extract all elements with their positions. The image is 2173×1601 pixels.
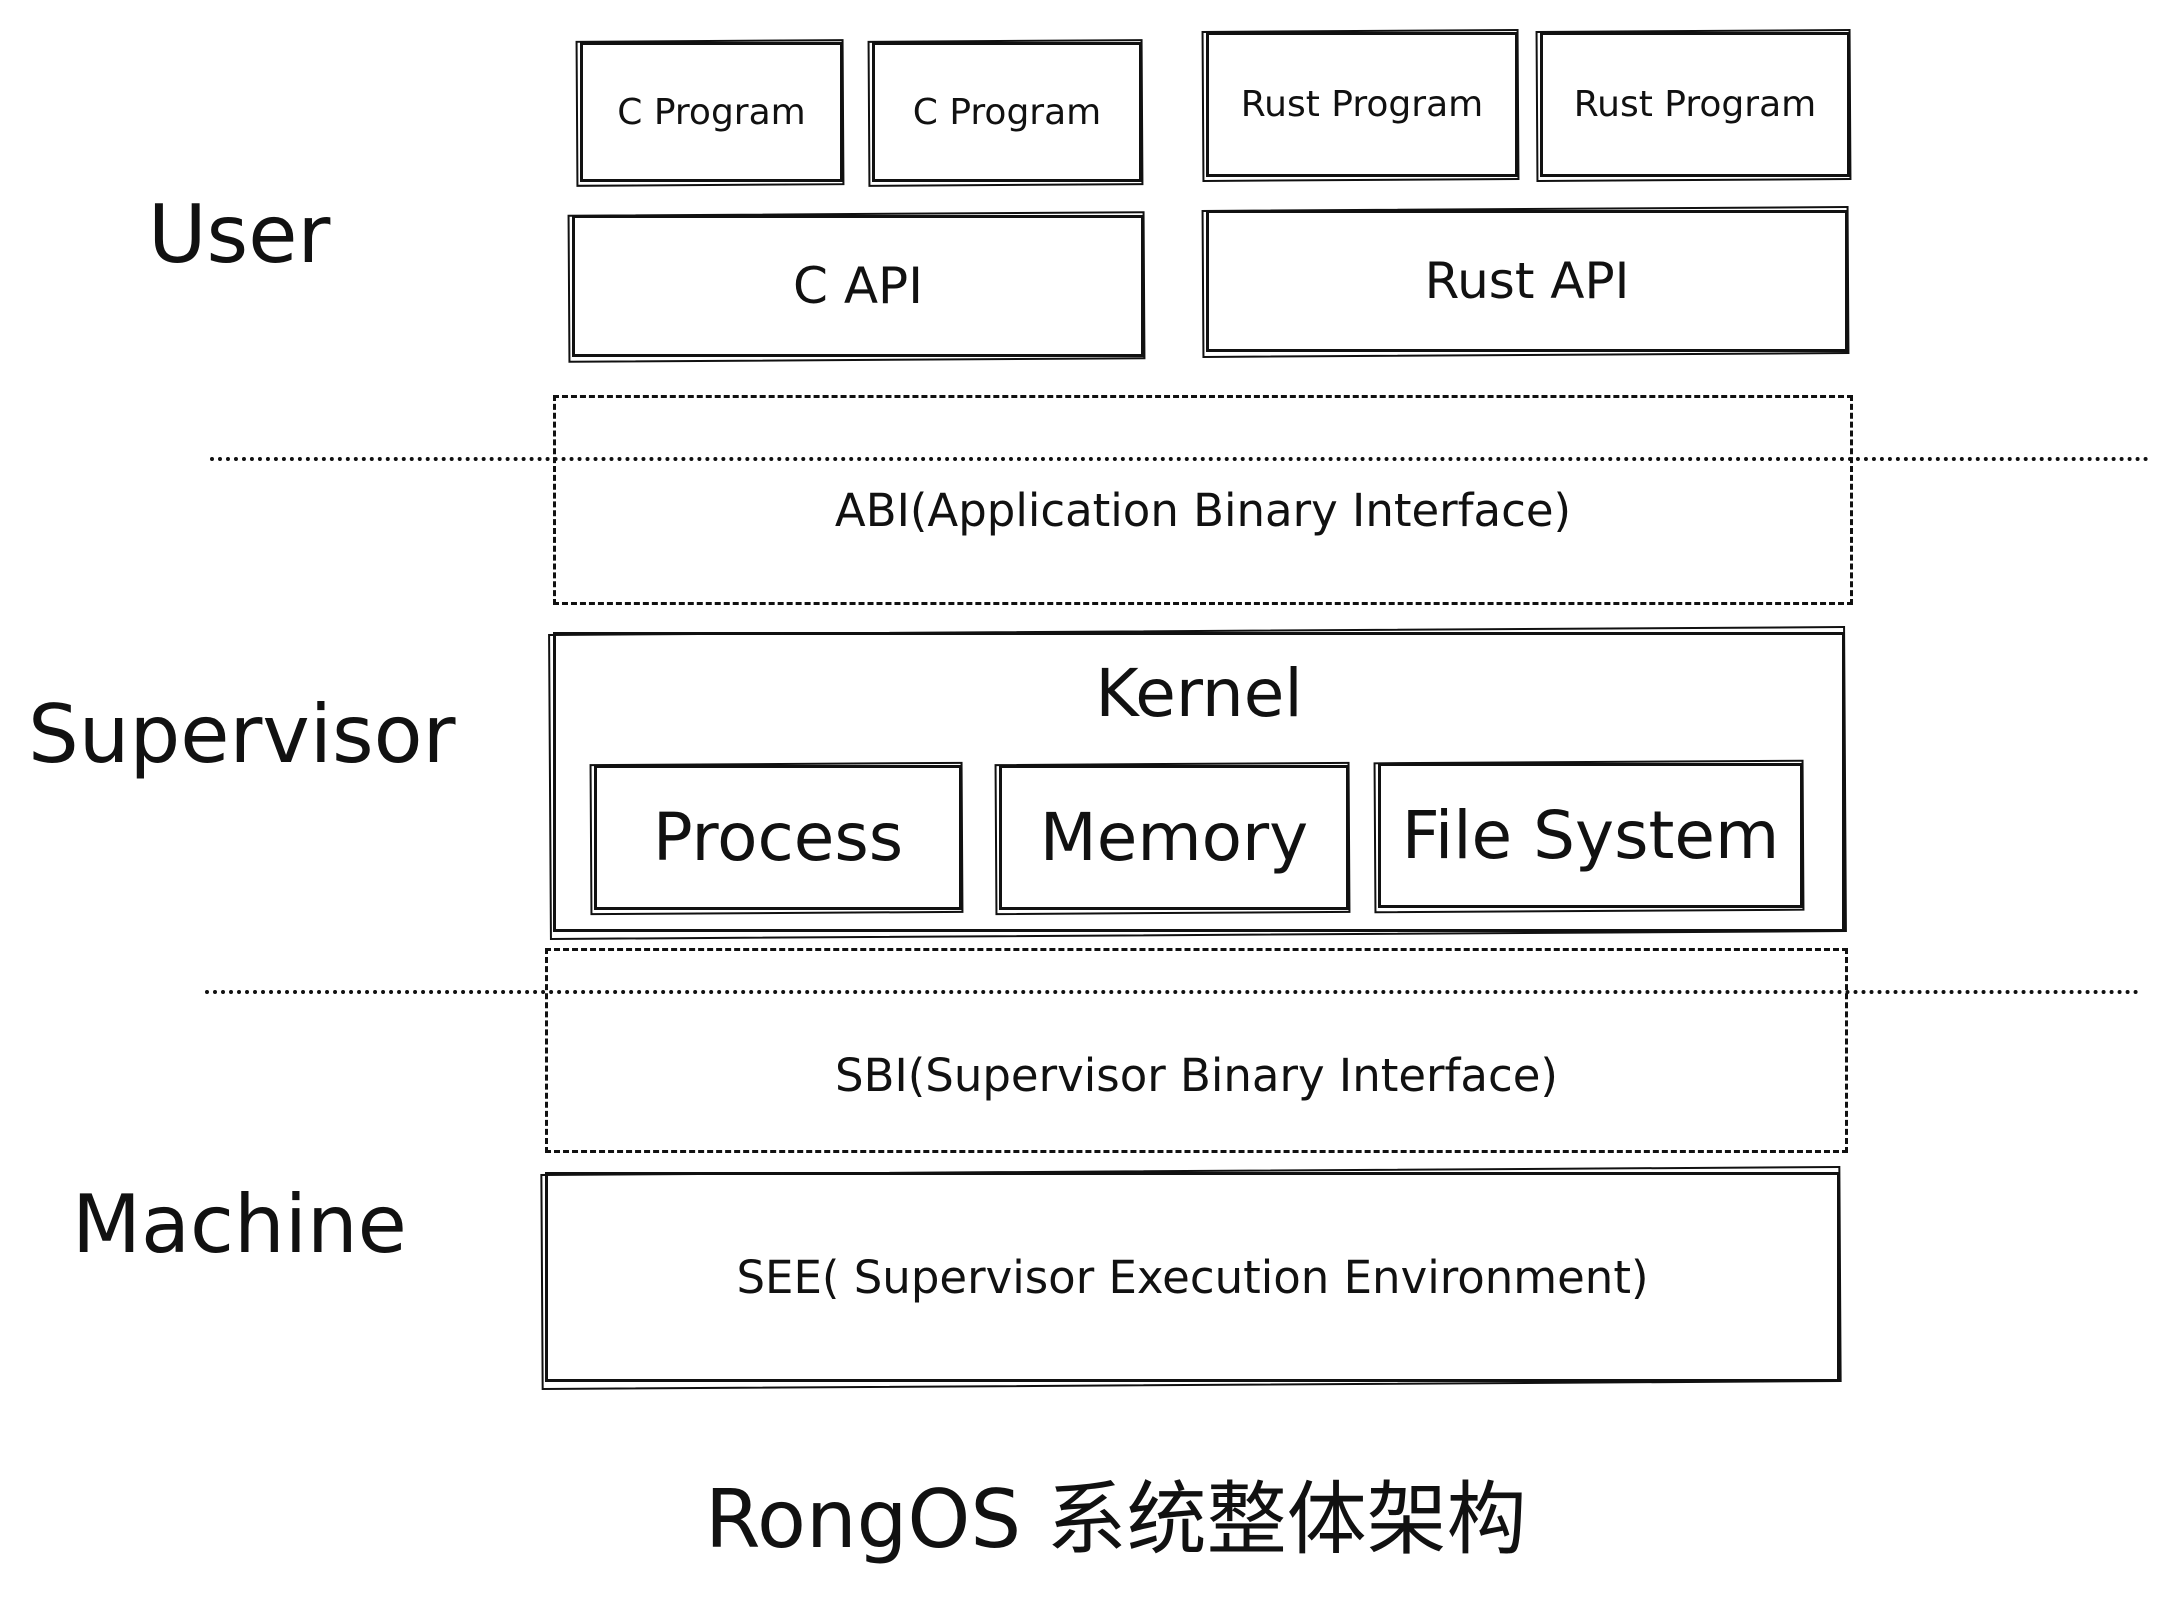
kernel-module-process: Process <box>594 765 962 910</box>
rust-program-label: Rust Program <box>1240 84 1484 125</box>
abi-box: ABI(Application Binary Interface) <box>553 395 1853 605</box>
rust-program-label: Rust Program <box>1573 84 1817 125</box>
rust-api-label: Rust API <box>1424 252 1630 310</box>
diagram-caption: RongOS 系统整体架构 <box>705 1473 1527 1566</box>
see-label: SEE( Supervisor Execution Environment) <box>736 1250 1649 1304</box>
layer-label-user: User <box>148 188 331 281</box>
sbi-box: SBI(Supervisor Binary Interface) <box>545 948 1848 1153</box>
c-program-box-2: C Program <box>872 42 1142 182</box>
c-program-box-1: C Program <box>580 42 843 182</box>
layer-label-machine: Machine <box>72 1178 407 1271</box>
layer-label-supervisor: Supervisor <box>28 688 456 781</box>
kernel-title: Kernel <box>1095 655 1303 732</box>
supervisor-machine-separator <box>205 990 2140 994</box>
c-api-label: C API <box>793 257 923 315</box>
file-system-label: File System <box>1401 797 1780 874</box>
rust-program-box-1: Rust Program <box>1206 32 1518 177</box>
kernel-module-file-system: File System <box>1378 763 1803 908</box>
user-supervisor-separator <box>210 457 2150 461</box>
process-label: Process <box>652 799 904 876</box>
kernel-box: Kernel Process Memory File System <box>553 632 1845 932</box>
see-box: SEE( Supervisor Execution Environment) <box>545 1172 1840 1382</box>
c-api-box: C API <box>572 215 1144 357</box>
memory-label: Memory <box>1039 799 1309 876</box>
c-program-label: C Program <box>912 91 1102 133</box>
rust-program-box-2: Rust Program <box>1540 32 1850 177</box>
kernel-module-memory: Memory <box>999 765 1349 910</box>
abi-label: ABI(Application Binary Interface) <box>834 483 1572 537</box>
c-program-label: C Program <box>617 91 806 133</box>
sbi-label: SBI(Supervisor Binary Interface) <box>835 1049 1558 1102</box>
rust-api-box: Rust API <box>1206 210 1848 352</box>
